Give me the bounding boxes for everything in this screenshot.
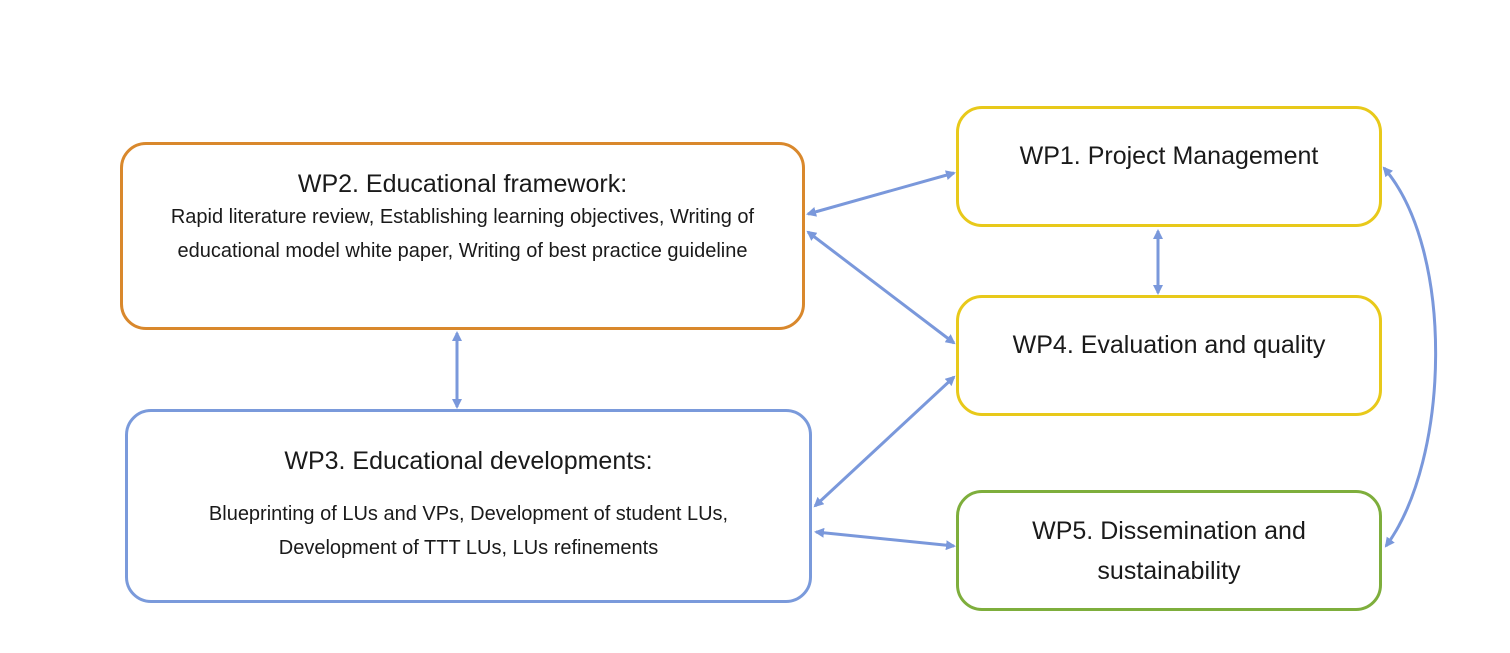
arrow-wp2-wp1 bbox=[806, 170, 956, 217]
wp1-title: WP1. Project Management bbox=[1019, 142, 1319, 170]
wp3-box: WP3. Educational developments: Blueprint… bbox=[125, 409, 812, 603]
wp4-title: WP4. Evaluation and quality bbox=[1012, 331, 1326, 359]
wp5-title: WP5. Dissemination and sustainability bbox=[1032, 517, 1306, 585]
wp3-description: Blueprinting of LUs and VPs, Development… bbox=[208, 503, 729, 559]
arrow-wp3-wp4 bbox=[813, 375, 956, 508]
arrow-wp1-wp5 bbox=[1382, 166, 1438, 548]
wp2-title: WP2. Educational framework: bbox=[297, 170, 628, 198]
wp5-box: WP5. Dissemination and sustainability bbox=[956, 490, 1382, 611]
wp4-box: WP4. Evaluation and quality bbox=[956, 295, 1382, 416]
wp1-box: WP1. Project Management bbox=[956, 106, 1382, 227]
wp2-box: WP2. Educational framework: Rapid litera… bbox=[120, 142, 805, 330]
arrow-wp2-wp4 bbox=[806, 230, 956, 345]
wp2-description: Rapid literature review, Establishing le… bbox=[170, 206, 755, 262]
arrow-wp3-wp5 bbox=[814, 527, 956, 551]
wp3-title: WP3. Educational developments: bbox=[284, 447, 653, 475]
